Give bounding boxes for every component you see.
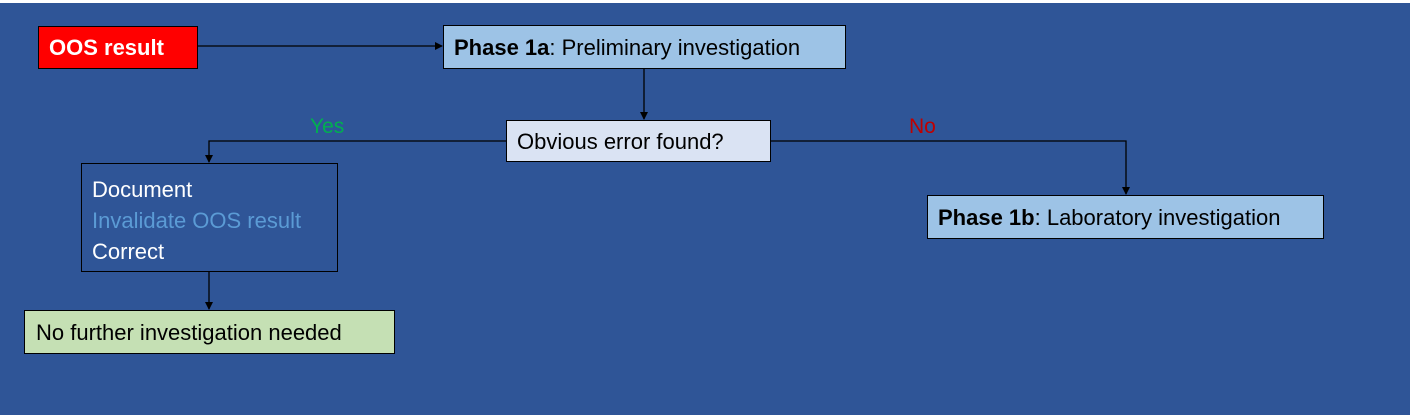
flowchart-edges [197, 42, 1130, 310]
no-label: No [909, 115, 936, 138]
final-text: No further investigation needed [36, 320, 342, 345]
action-document: Document [92, 177, 193, 202]
phase1a-description: : Preliminary investigation [549, 35, 801, 60]
final-node: No further investigation needed [24, 310, 395, 354]
decision-node: Obvious error found? [506, 120, 771, 162]
actions-node: Document Invalidate OOS result Correct [81, 163, 338, 272]
edge-question-yes-to-actions [205, 140, 507, 163]
phase1b-title: Phase 1b [938, 205, 1035, 230]
action-correct: Correct [92, 239, 165, 264]
phase1a-node: Phase 1a: Preliminary investigation [443, 25, 846, 69]
oos-result-text: OOS result [49, 35, 164, 60]
flowchart-canvas: OOS result Phase 1a: Preliminary investi… [0, 3, 1410, 415]
edge-question-no-to-phase1b [771, 140, 1130, 195]
phase1b-description: : Laboratory investigation [1034, 205, 1281, 230]
phase1a-title: Phase 1a [454, 35, 550, 60]
oos-result-node: OOS result [38, 26, 198, 69]
action-invalidate: Invalidate OOS result [92, 208, 302, 233]
phase1b-node: Phase 1b: Laboratory investigation [927, 195, 1324, 239]
yes-label: Yes [310, 115, 345, 138]
decision-question: Obvious error found? [517, 129, 724, 154]
